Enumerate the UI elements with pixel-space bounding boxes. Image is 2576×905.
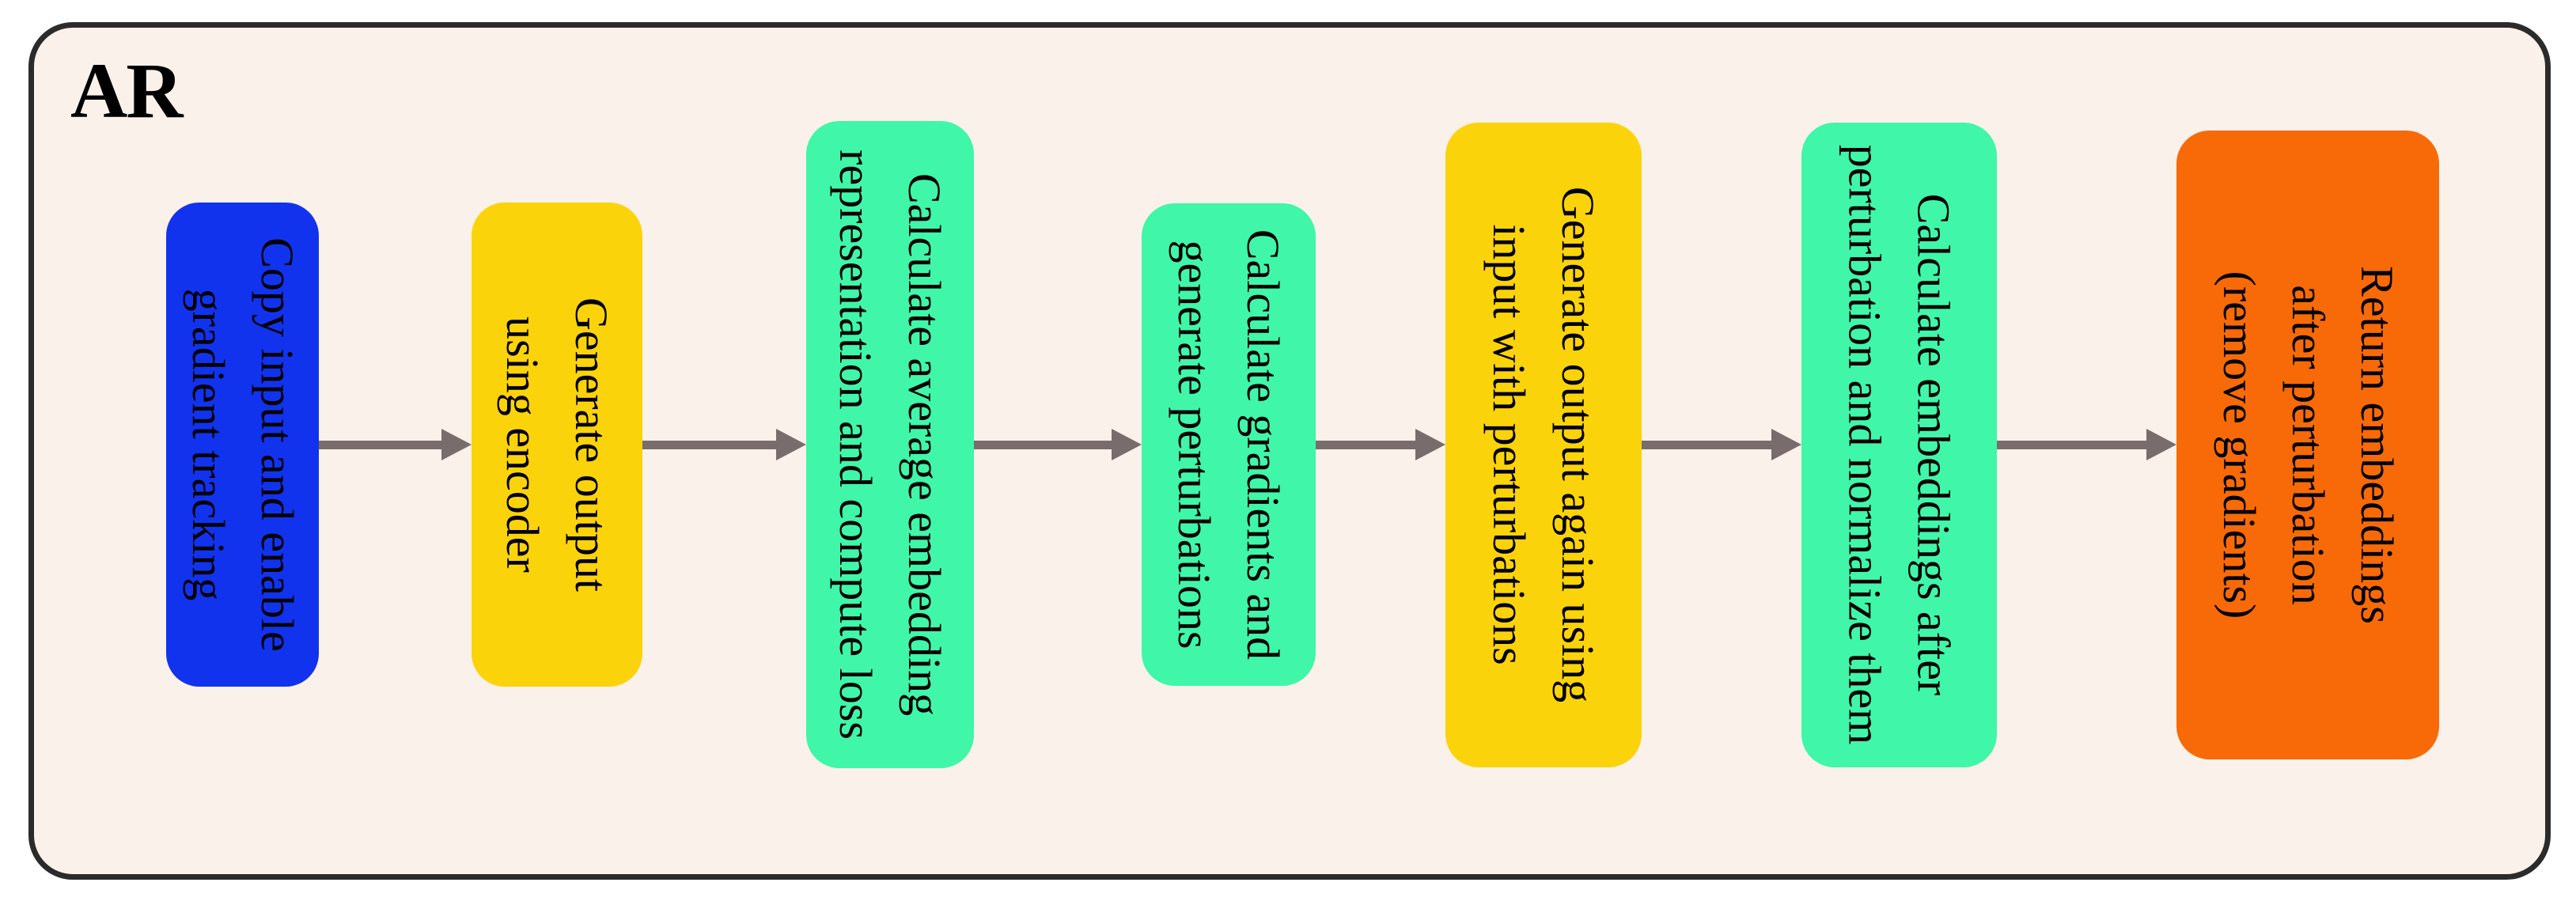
flow-step-label: Copy input and enable gradient tracking xyxy=(182,237,303,652)
flow-step-label: Calculate embeddings after perturbation … xyxy=(1839,144,1960,745)
arrow-head-icon xyxy=(2146,429,2176,460)
arrow-shaft xyxy=(1997,441,2150,449)
arrow-shaft xyxy=(1642,441,1775,449)
flow-step-box: Return embeddings after perturbation (re… xyxy=(2176,130,2439,759)
frame-title: AR xyxy=(70,47,183,134)
flow-step-box: Generate output again using input with p… xyxy=(1445,122,1642,767)
arrow-shaft xyxy=(1316,441,1419,449)
flow-step-label: Generate output again using input with p… xyxy=(1483,186,1604,703)
arrow-head-icon xyxy=(441,429,472,460)
flow-step-label: Calculate average embedding representati… xyxy=(830,150,951,740)
flow-step-box: Calculate average embedding representati… xyxy=(806,121,974,768)
arrow-shaft xyxy=(642,441,779,449)
arrow-head-icon xyxy=(1112,429,1142,460)
arrow-shaft xyxy=(974,441,1115,449)
arrow-head-icon xyxy=(1415,429,1445,460)
flow-step-label: Calculate gradients and generate perturb… xyxy=(1169,229,1290,661)
arrow-head-icon xyxy=(1771,429,1801,460)
flow-step-box: Copy input and enable gradient tracking xyxy=(166,203,319,687)
flow-step-box: Calculate gradients and generate perturb… xyxy=(1142,203,1316,686)
ar-frame: AR Copy input and enable gradient tracki… xyxy=(28,22,2551,880)
flow-arrow xyxy=(319,429,472,460)
flow-step-box: Calculate embeddings after perturbation … xyxy=(1801,122,1997,767)
arrow-shaft xyxy=(319,441,445,449)
flow-step-label: Generate output using encoder xyxy=(497,297,618,593)
flow-step-box: Generate output using encoder xyxy=(472,203,642,687)
flow-arrow xyxy=(1316,429,1445,460)
flow-arrow xyxy=(1997,429,2176,460)
flow-arrow xyxy=(974,429,1142,460)
flow-step-label: Return embeddings after perturbation (re… xyxy=(2213,265,2403,624)
arrow-head-icon xyxy=(776,429,806,460)
flow-arrow xyxy=(642,429,806,460)
flow-arrow xyxy=(1642,429,1801,460)
